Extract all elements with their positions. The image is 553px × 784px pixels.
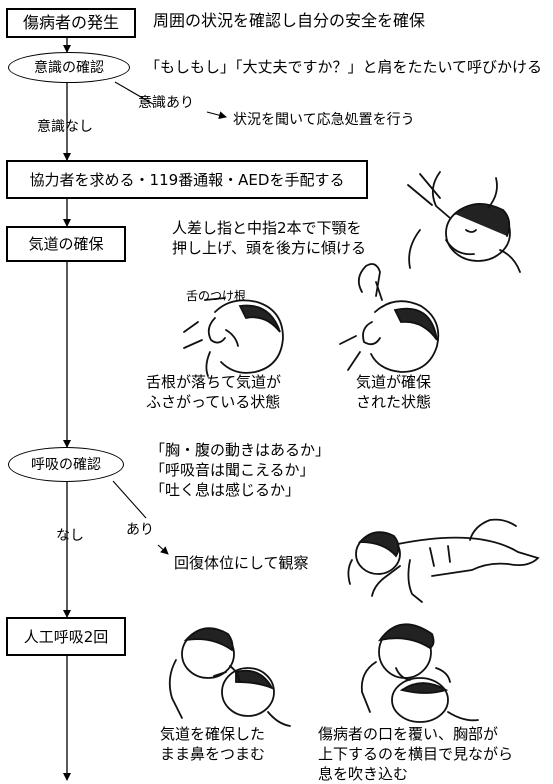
step-occurrence-label: 傷病者の発生 xyxy=(22,13,119,32)
step-consciousness-note: 「もしもし」「大丈夫ですか？」と肩をたたいて呼びかける xyxy=(145,58,543,76)
breathing-yes-action: 回復体位にして観察 xyxy=(174,554,309,572)
airway-blocked-caption: 舌根が落ちて気道が ふさがっている状態 xyxy=(146,372,281,412)
breathing-check-2: 「呼吸音は聞こえるか」 xyxy=(150,461,315,479)
airway-note-line-2: 押し上げ、頭を後方に傾ける xyxy=(172,239,366,257)
tongue-root-label: 舌のつけ根 xyxy=(186,289,247,303)
step-occurrence-note: 周囲の状況を確認し自分の安全を確保 xyxy=(153,11,426,30)
step-call-help-box: 協力者を求める・119番通報・AEDを手配する xyxy=(6,160,368,199)
rescue-caption-right-line-3: 息を吹き込む xyxy=(318,765,409,783)
branch-consciousness-yes xyxy=(114,81,227,120)
airway-blocked-caption-line-1: 舌根が落ちて気道が xyxy=(146,373,282,391)
airway-open-illustration xyxy=(339,263,440,373)
step-airway-box: 気道の確保 xyxy=(6,226,126,262)
head-tilt-illustration xyxy=(407,171,521,273)
airway-open-caption: 気道が確保 された状態 xyxy=(356,372,431,412)
airway-blocked-illustration xyxy=(183,297,284,377)
consciousness-yes-action: 状況を聞いて応急処置を行う xyxy=(233,112,415,128)
breathing-check-1: 「胸・腹の動きはあるか」 xyxy=(150,441,331,459)
mouth-to-mouth-illustration xyxy=(360,623,479,723)
airway-note: 人差し指と中指2本で下顎を 押し上げ、頭を後方に傾ける xyxy=(172,218,366,258)
airway-note-line-1: 人差し指と中指2本で下顎を xyxy=(172,219,362,237)
step-rescue-breaths-box: 人工呼吸2回 xyxy=(6,617,126,656)
rescue-caption-left-line-1: 気道を確保した xyxy=(160,725,266,743)
rescue-caption-left-line-2: まま鼻をつまむ xyxy=(160,745,266,763)
breathing-check-3: 「吐く息は感じるか」 xyxy=(150,481,301,499)
step-consciousness-label: 意識の確認 xyxy=(34,59,104,76)
consciousness-no-label: 意識なし xyxy=(37,119,93,135)
airway-blocked-caption-line-2: ふさがっている状態 xyxy=(146,393,281,411)
step-breathing-oval: 呼吸の確認 xyxy=(8,447,124,482)
airway-open-caption-line-1: 気道が確保 xyxy=(356,373,432,391)
breathing-checks: 「胸・腹の動きはあるか」 「呼吸音は聞こえるか」 「吐く息は感じるか」 xyxy=(150,440,330,500)
rescue-caption-right-line-1: 傷病者の口を覆い、胸部が xyxy=(318,725,499,743)
step-airway-label: 気道の確保 xyxy=(28,235,104,253)
pinch-nose-illustration xyxy=(168,627,291,727)
step-call-help-label: 協力者を求める・119番通報・AEDを手配する xyxy=(29,170,345,189)
step-breathing-label: 呼吸の確認 xyxy=(31,456,101,473)
step-occurrence-box: 傷病者の発生 xyxy=(6,8,136,38)
step-rescue-breaths-label: 人工呼吸2回 xyxy=(23,627,109,646)
consciousness-yes-label: 意識あり xyxy=(138,95,194,111)
recovery-position-illustration xyxy=(347,518,540,603)
breathing-yes-label: あり xyxy=(126,522,154,538)
airway-open-caption-line-2: された状態 xyxy=(356,393,432,411)
branch-breathing-yes xyxy=(112,480,169,555)
step-consciousness-oval: 意識の確認 xyxy=(8,52,130,83)
rescue-caption-right: 傷病者の口を覆い、胸部が 上下するのを横目で見ながら 息を吹き込む xyxy=(318,724,513,784)
rescue-caption-right-line-2: 上下するのを横目で見ながら xyxy=(318,745,514,763)
breathing-no-label: なし xyxy=(56,528,84,544)
rescue-caption-left: 気道を確保した まま鼻をつまむ xyxy=(160,724,265,764)
